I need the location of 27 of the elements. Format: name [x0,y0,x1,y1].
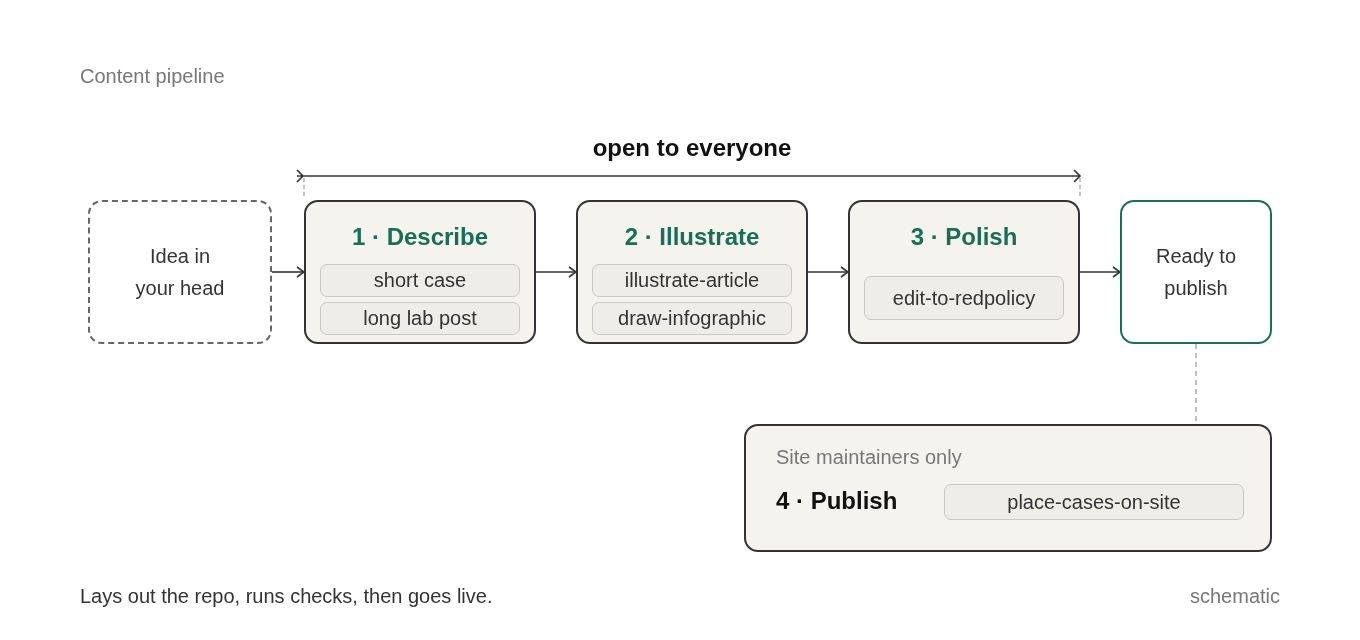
arrow [1079,266,1121,278]
task-tag: edit-to-redpolicy [864,276,1064,320]
maintainer-panel [744,424,1272,552]
task-tag: short case [320,264,520,297]
corner-note: schematic [1189,584,1280,609]
step-title: 3 · Polish [910,223,1018,251]
step-title: 4 · Publish [776,487,898,515]
caption: Lays out the repo, runs checks, then goes live. [80,584,493,609]
arrow [271,266,305,278]
task-tag: illustrate-article [592,264,792,297]
node-label: Ready to publish [1154,244,1238,301]
node-label: Idea in your head [134,244,226,301]
ready-box [1120,200,1272,344]
idea-box [88,200,272,344]
span-label: open to everyone [592,133,792,163]
arrow [535,266,577,278]
step-title: 1 · Describe [351,223,489,251]
step-card [304,200,536,344]
task-tag: draw-infographic [592,302,792,335]
step-card [848,200,1080,344]
page-title: Content pipeline [80,64,225,89]
step-title: 2 · Illustrate [624,223,760,251]
step-card [576,200,808,344]
task-tag: place-cases-on-site [944,484,1244,520]
arrow [807,266,849,278]
panel-note: Site maintainers only [776,445,962,469]
task-tag: long lab post [320,302,520,335]
